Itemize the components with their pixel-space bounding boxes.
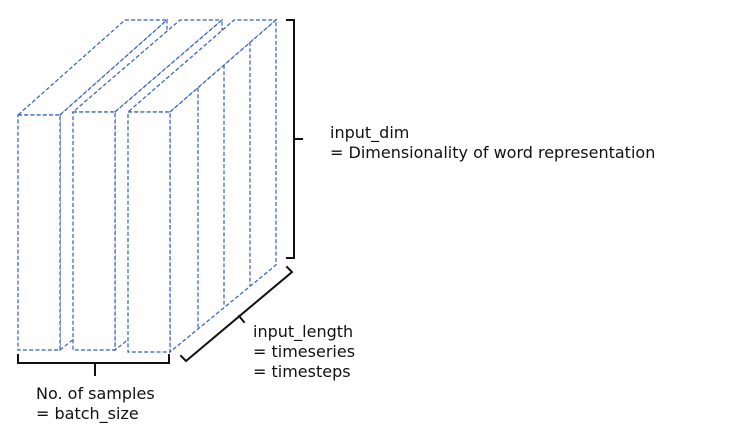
input-length-bracket: [179, 265, 294, 363]
samples-batch-size: = batch_size: [36, 404, 139, 423]
input-dim-name: input_dim: [330, 123, 410, 142]
slab-1-front-face: [17, 114, 61, 351]
samples-label: No. of samples = batch_size: [36, 384, 155, 424]
input-dim-bracket: [286, 19, 303, 259]
input-dim-label: input_dim = Dimensionality of word repre…: [330, 123, 655, 163]
samples-bracket: [17, 354, 170, 376]
slab-3-front-face: [127, 111, 171, 353]
sample-slab-3: [126, 18, 278, 354]
input-length-name: input_length: [253, 322, 354, 341]
input-length-label: input_length = timeseries = timesteps: [253, 322, 355, 382]
slab-2-front-face: [72, 111, 116, 351]
samples-name: No. of samples: [36, 384, 155, 403]
input-length-timesteps: = timesteps: [253, 362, 351, 381]
input-length-timeseries: = timeseries: [253, 342, 356, 361]
input-dim-description: = Dimensionality of word representation: [330, 143, 656, 162]
